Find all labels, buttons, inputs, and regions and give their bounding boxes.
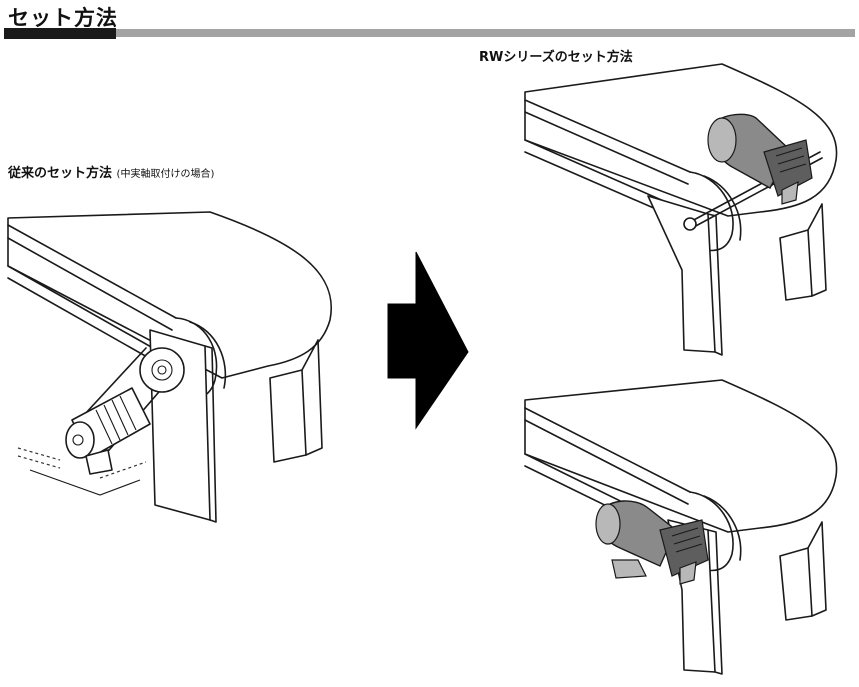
rw-series-conveyor-bottom	[524, 379, 838, 675]
right-arrow-icon	[387, 251, 469, 430]
rw-series-conveyor-top	[524, 63, 838, 356]
conventional-caption-sub: (中実軸取付けの場合)	[116, 169, 215, 180]
conventional-caption-main: 従来のセット方法	[8, 166, 113, 181]
page-title: セット方法	[8, 6, 118, 30]
conventional-conveyor-illustration	[7, 211, 333, 523]
title-underline-dark	[4, 28, 116, 39]
title-underline-grey	[116, 29, 855, 37]
rw-series-caption: RWシリーズのセット方法	[479, 50, 633, 65]
conventional-caption: 従来のセット方法 (中実軸取付けの場合)	[8, 162, 214, 181]
